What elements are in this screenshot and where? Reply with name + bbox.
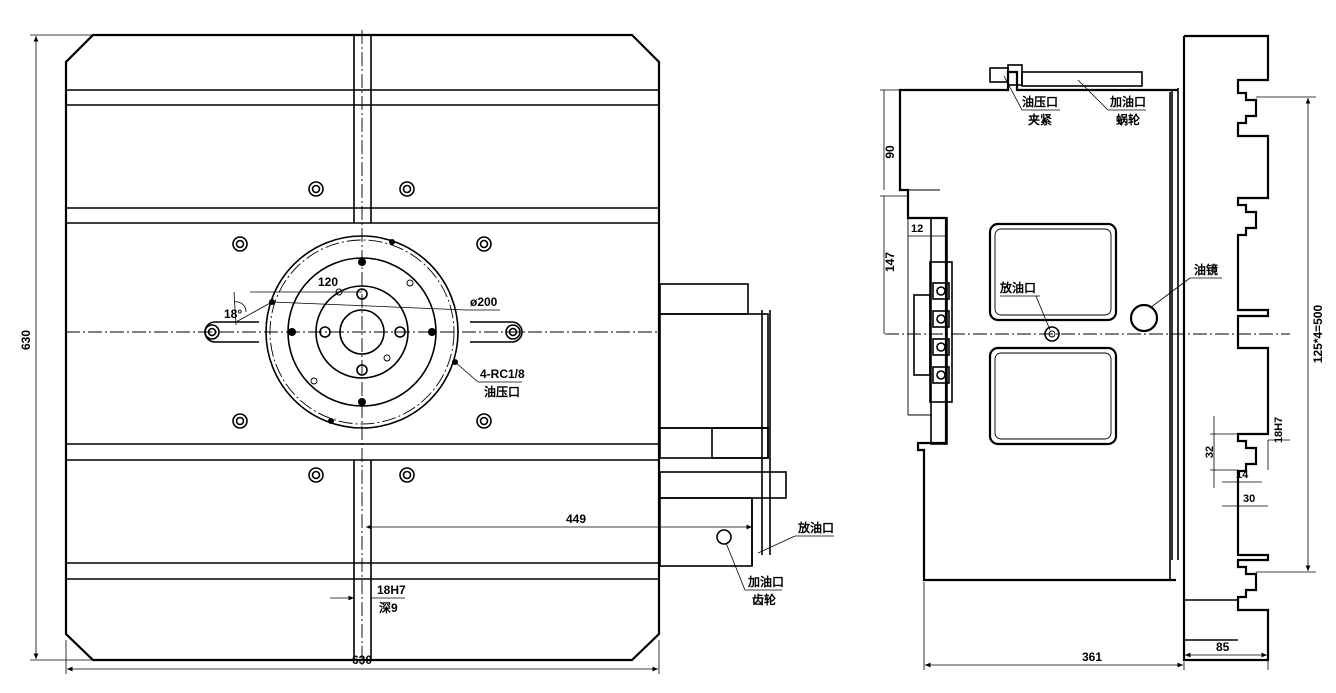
- width-dim: 630: [352, 653, 372, 667]
- clamp-label-2: 夹紧: [1028, 112, 1052, 127]
- dim-32: 32: [1204, 446, 1216, 458]
- dim-449: 449: [566, 512, 586, 526]
- bolt-icon: [399, 467, 415, 483]
- table-outline: [64, 33, 661, 662]
- bolt-icon: [232, 236, 248, 252]
- slot-label-2: 深9: [379, 600, 398, 615]
- dim-147: 147: [883, 252, 897, 272]
- worm-label-2: 蜗轮: [1116, 112, 1141, 127]
- drain-label-side: 放油口: [999, 280, 1036, 295]
- dim-30: 30: [1243, 493, 1255, 505]
- ports-label: 4-RC1/8: [480, 367, 525, 381]
- front-view: ø200 120 18° 4-RC1/8 油压口 449: [19, 30, 834, 674]
- window-upper: [988, 222, 1118, 322]
- worm-label: 加油口: [1109, 94, 1146, 109]
- pitch-dim: 125*4=500: [1311, 304, 1325, 363]
- ports-label-2: 油压口: [484, 384, 520, 399]
- depth-dim: 361: [1082, 650, 1102, 664]
- angle-label: 18°: [224, 307, 242, 321]
- bolt-icon: [476, 413, 492, 429]
- t-slot-plate: [1182, 34, 1270, 662]
- bolt-icon: [505, 324, 521, 340]
- dim-12: 12: [911, 223, 923, 235]
- side-view: 放油口 油镜 油压口 夹紧 加油口 蜗轮 125*4=500 18H7 32: [880, 34, 1325, 670]
- horizontal-slot: [66, 321, 659, 343]
- mounting-bolts: [204, 181, 521, 483]
- dim-120: 120: [318, 275, 338, 289]
- height-dim: 630: [19, 330, 33, 350]
- dim-90: 90: [883, 145, 897, 159]
- port-icons: [932, 282, 950, 384]
- bolt-icon: [204, 324, 220, 340]
- bolt-icon: [308, 181, 324, 197]
- slot-dim-side: 18H7: [1273, 417, 1285, 443]
- oil-mirror-icon: [1129, 303, 1159, 333]
- diameter-label: ø200: [470, 295, 498, 309]
- gearbox: [659, 283, 787, 567]
- bolt-icon: [308, 467, 324, 483]
- base-dim: 85: [1216, 640, 1230, 654]
- slot-label: 18H7: [377, 583, 406, 597]
- bolt-icon: [399, 181, 415, 197]
- oil-mirror-label: 油镜: [1194, 262, 1218, 277]
- fill-label-2: 齿轮: [752, 592, 777, 607]
- center-slot: [353, 30, 372, 665]
- drain-label: 放油口: [797, 520, 834, 535]
- window-lower: [988, 346, 1118, 446]
- housing: [898, 70, 1178, 582]
- clamp-label: 油压口: [1022, 94, 1058, 109]
- fill-label: 加油口: [747, 574, 784, 589]
- rotary-center: [265, 235, 459, 429]
- bolt-icon: [476, 236, 492, 252]
- t-slots: [66, 89, 659, 580]
- bolt-icon: [232, 413, 248, 429]
- dim-14: 14: [1236, 469, 1249, 481]
